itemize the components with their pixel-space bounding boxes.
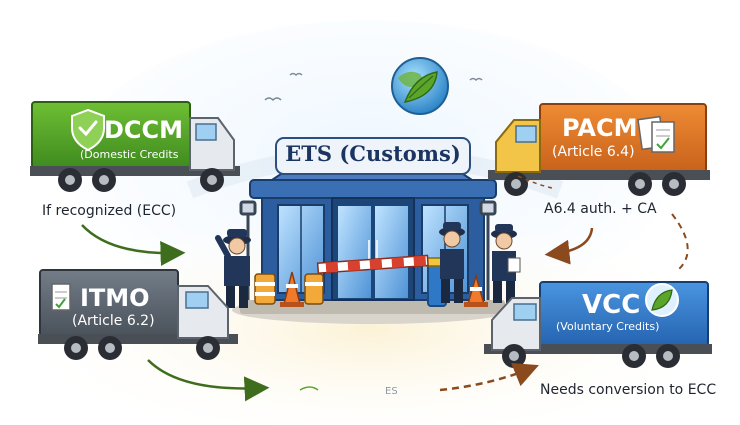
customs-officer-right xyxy=(491,224,521,303)
arrow-pacm-to-ets xyxy=(544,227,594,265)
truck-pacm xyxy=(488,103,710,196)
traffic-drum-icon xyxy=(254,273,324,305)
truck-itmo xyxy=(38,269,238,360)
building-sign-panel xyxy=(275,137,471,175)
truck-dccm-subtitle: (Domestic Credits xyxy=(80,148,179,161)
traffic-cone-icon xyxy=(280,271,488,307)
truck-vcc-title: VCC xyxy=(582,290,641,320)
truck-vcc xyxy=(484,281,712,368)
truck-itmo-subtitle: (Article 6.2) xyxy=(72,313,155,329)
annotation-a64-auth: A6.4 auth. + CA xyxy=(544,201,657,217)
truck-dccm xyxy=(30,101,240,192)
building-sign: ETS (Customs) xyxy=(285,141,461,166)
truck-itmo-title: ITMO xyxy=(80,284,150,312)
customs-officer-center xyxy=(439,222,465,303)
document-icon xyxy=(637,115,675,153)
truck-pacm-title: PACM xyxy=(562,114,638,142)
leaf-icon xyxy=(645,283,679,317)
birds xyxy=(264,72,483,102)
document-icon xyxy=(51,283,71,311)
arrow-vcc-conversion xyxy=(439,362,539,392)
arrow-pacm-dashed xyxy=(671,213,689,271)
globe-leaf-icon xyxy=(391,57,449,115)
annotation-if-recognized: If recognized (ECC) xyxy=(42,203,177,219)
truck-vcc-subtitle: (Voluntary Credits) xyxy=(556,320,660,333)
dashed-road-trace xyxy=(517,175,553,189)
truck-dccm-title: DCCM xyxy=(104,116,184,144)
annotation-needs-conversion: Needs conversion to ECC xyxy=(540,382,717,398)
ground-leaf-mark xyxy=(299,386,319,391)
arrow-itmo-to-ets xyxy=(147,359,270,402)
arrow-dccm-to-ets xyxy=(81,224,186,267)
customs-officer-left xyxy=(215,229,251,308)
ground-mark: ES xyxy=(385,386,398,397)
truck-pacm-subtitle: (Article 6.4) xyxy=(552,144,635,160)
shield-check-icon xyxy=(71,108,105,152)
